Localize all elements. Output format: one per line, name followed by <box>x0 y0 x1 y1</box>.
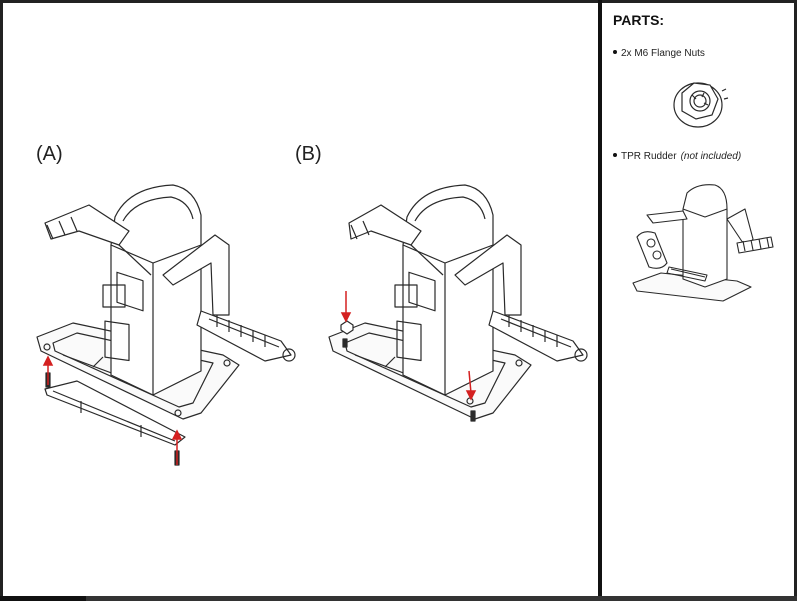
parts-title: PARTS: <box>613 12 665 28</box>
parts-panel: PARTS: 2x M6 Flange Nuts TPR Rudder(not … <box>602 3 794 596</box>
rudder-assembly-illustration-a <box>36 184 296 466</box>
tpr-rudder-icon <box>632 184 774 302</box>
frame-bottom-accent <box>0 596 86 601</box>
frame-bottom-border <box>0 596 797 601</box>
panel-divider <box>598 0 602 601</box>
step-b-label: (B) <box>295 143 322 165</box>
part-note: (not included) <box>680 151 742 162</box>
frame-right-border <box>794 0 797 601</box>
instruction-panel: (A) (B) <box>3 3 598 596</box>
bullet-icon <box>613 153 617 158</box>
part-name: TPR Rudder <box>621 151 677 162</box>
part-item-flange-nuts: 2x M6 Flange Nuts <box>613 48 705 59</box>
step-a-label: (A) <box>36 143 63 165</box>
part-name: 2x M6 Flange Nuts <box>621 48 705 59</box>
flange-nut-icon <box>673 82 729 128</box>
frame-left-border <box>0 0 3 601</box>
part-item-tpr-rudder: TPR Rudder(not included) <box>613 151 741 162</box>
bullet-icon <box>613 50 617 55</box>
rudder-assembly-illustration-b <box>328 184 588 422</box>
frame-top-border <box>0 0 797 3</box>
